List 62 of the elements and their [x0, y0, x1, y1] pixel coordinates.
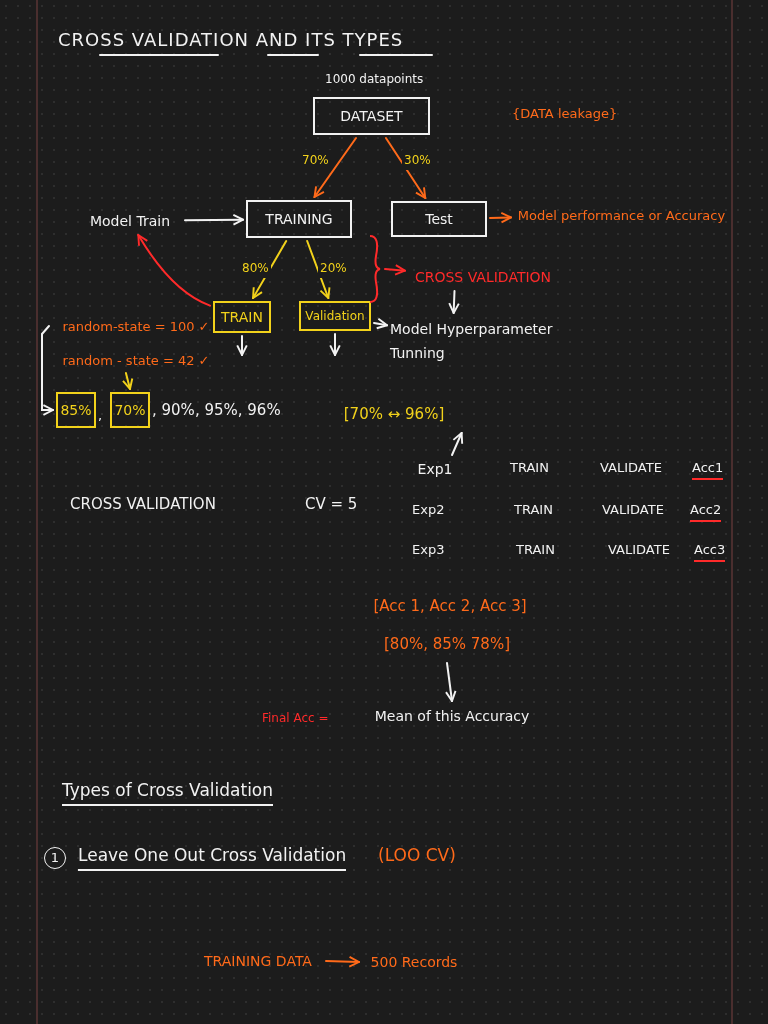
title: CROSS VALIDATION AND ITS TYPES — [58, 30, 404, 50]
curly-brace — [368, 235, 382, 303]
arrow — [122, 372, 134, 390]
note-text: TRAIN — [516, 541, 555, 559]
note-text: CV = 5 — [305, 494, 358, 514]
note-text: VALIDATE — [608, 541, 670, 559]
arrow — [373, 317, 388, 330]
arrow — [236, 335, 248, 356]
range-text: [70% ↔ 96%] — [325, 398, 463, 430]
note-text: CROSS VALIDATION — [408, 266, 558, 288]
arrow — [41, 325, 54, 416]
note-text: random - state = 42 ✓ — [52, 350, 220, 370]
arrow — [325, 955, 360, 968]
note-text: , 90%, 95%, 96% — [152, 400, 281, 420]
arrow — [451, 432, 464, 456]
note-text: VALIDATE — [602, 501, 664, 519]
note-text: TRAIN — [510, 459, 549, 477]
note-text: Leave One Out Cross Validation — [78, 845, 347, 871]
note-text: VALIDATE — [600, 459, 662, 477]
arrow — [384, 137, 427, 199]
note-text: , — [98, 407, 103, 425]
note-text: Exp1 — [410, 458, 460, 480]
note-text: Final Acc = — [262, 710, 329, 727]
process-box: Test — [391, 201, 487, 237]
arrow — [329, 333, 341, 356]
note-text: Acc3 — [694, 540, 726, 562]
note-text: Exp3 — [412, 541, 445, 559]
arrow — [137, 234, 211, 307]
arrow — [445, 662, 457, 702]
edge-label: 30% — [402, 150, 433, 170]
value-box: 85% — [56, 392, 96, 428]
note-text: TRAINING DATA — [193, 950, 323, 972]
caption-text: 1000 datapoints — [325, 71, 424, 88]
process-box: TRAIN — [213, 301, 271, 333]
arrow — [489, 211, 512, 224]
edge-label: 20% — [318, 258, 349, 278]
note-text: Model Hyperparameter Tunning — [390, 316, 562, 366]
note-text: (LOO CV) — [378, 845, 456, 865]
note-text: Acc2 — [690, 500, 722, 522]
note-text: Exp2 — [412, 501, 445, 519]
arrow — [184, 214, 244, 226]
value-box: 70% — [110, 392, 150, 428]
note-text: Types of Cross Validation — [62, 780, 274, 806]
edge-label: 80% — [240, 258, 271, 278]
note-text: Model performance or Accuracy — [514, 204, 729, 226]
arrow — [313, 137, 357, 198]
note-text: Model Train — [78, 210, 182, 232]
arrow — [252, 240, 288, 299]
list-text: [80%, 85% 78%] — [370, 628, 524, 660]
note-text: {DATA leakage} — [512, 105, 618, 123]
note-text: 500 Records — [362, 951, 466, 973]
note-text: TRAIN — [514, 501, 553, 519]
arrow — [448, 290, 460, 314]
arrow — [306, 240, 331, 299]
process-box: TRAINING — [246, 200, 352, 238]
note-text: Acc1 — [692, 458, 724, 480]
note-text: CROSS VALIDATION — [70, 494, 216, 514]
arrow — [384, 264, 406, 276]
process-box: DATASET — [313, 97, 430, 135]
list-text: [Acc 1, Acc 2, Acc 3] — [362, 590, 538, 622]
process-box: Validation — [299, 301, 371, 331]
note-text: Mean of this Accuracy — [362, 704, 542, 728]
